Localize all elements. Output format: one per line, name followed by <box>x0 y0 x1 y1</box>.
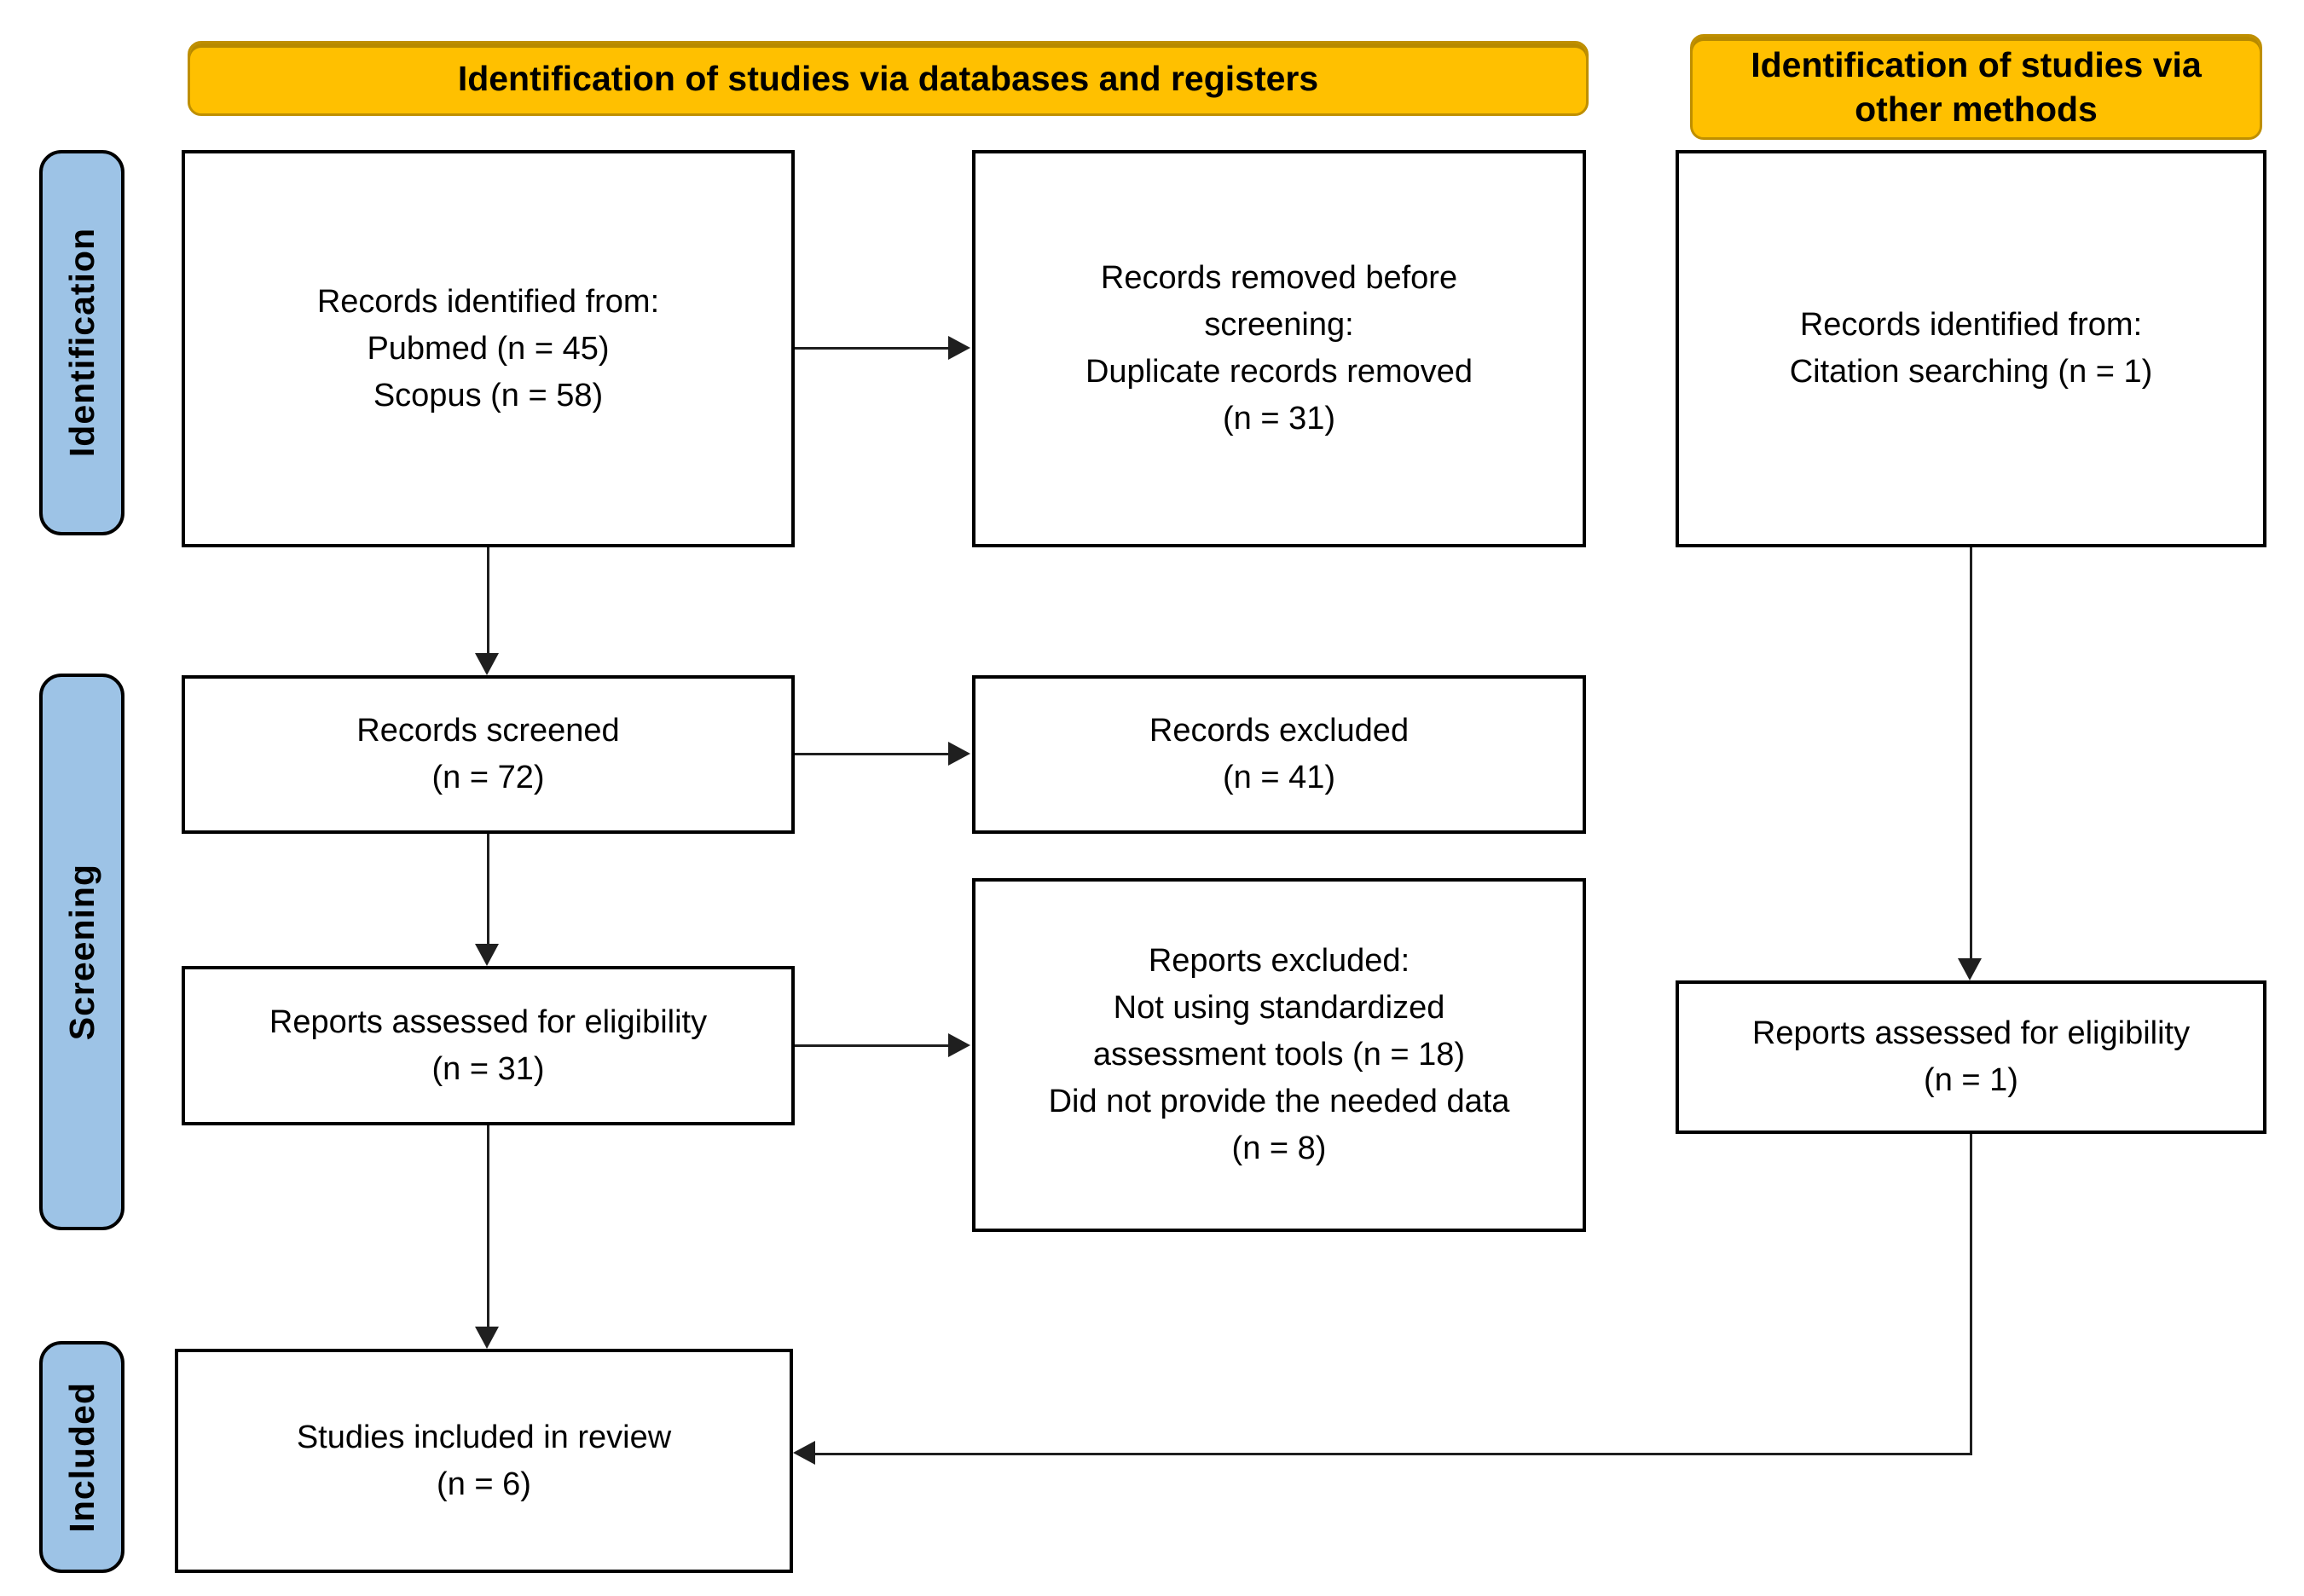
arrow-line <box>795 1044 952 1047</box>
banner-databases-registers-label: Identification of studies via databases … <box>457 59 1319 98</box>
banner-databases-registers: Identification of studies via databases … <box>188 41 1589 116</box>
box-text-line: Reports assessed for eligibility <box>1751 1015 2191 1051</box>
banner-other-methods-line: Identification of studies via <box>1751 45 2202 84</box>
arrow-head-right-icon <box>948 336 970 360</box>
arrow-line <box>795 753 952 755</box>
arrow-line <box>487 547 489 655</box>
box-text-line: Pubmed (n = 45) <box>367 330 610 367</box>
arrow-head-down-icon <box>1958 958 1982 980</box>
stage-label-included: Included <box>39 1341 124 1573</box>
box-records-identified-citation: Records identified from: Citation search… <box>1676 150 2266 547</box>
box-reports-assessed-eligibility-other: Reports assessed for eligibility (n = 1) <box>1676 980 2266 1134</box>
banner-other-methods: Identification of studies via other meth… <box>1690 34 2262 140</box>
arrow-head-down-icon <box>475 653 499 675</box>
box-text-line: Records excluded <box>1149 713 1410 749</box>
box-text-line: Records identified from: <box>1799 307 2143 343</box>
stage-label-identification: Identification <box>39 150 124 535</box>
box-text-line: Reports excluded: <box>1148 943 1410 979</box>
box-text-line: (n = 6) <box>437 1466 531 1502</box>
box-reports-assessed-eligibility: Reports assessed for eligibility (n = 31… <box>182 966 795 1125</box>
box-text-line: (n = 31) <box>1222 401 1336 437</box>
arrow-line <box>1970 547 1972 958</box>
box-text-line: (n = 31) <box>431 1050 545 1087</box>
box-text-line: (n = 1) <box>1924 1062 2018 1098</box>
box-text-line: (n = 41) <box>1222 760 1336 795</box>
arrow-head-right-icon <box>948 1033 970 1057</box>
box-text-line: Records screened <box>356 713 620 749</box>
box-studies-included: Studies included in review (n = 6) <box>175 1349 793 1573</box>
stage-label-identification-text: Identification <box>61 228 101 458</box>
box-text-line: Records removed before <box>1100 260 1458 296</box>
box-text-line: Not using standardized <box>1113 990 1445 1026</box>
box-records-screened: Records screened (n = 72) <box>182 675 795 834</box>
arrow-head-down-icon <box>475 944 499 966</box>
arrow-head-left-icon <box>793 1441 815 1465</box>
stage-label-screening: Screening <box>39 674 124 1230</box>
box-records-removed-before-screening: Records removed before screening: Duplic… <box>972 150 1586 547</box>
arrow-head-down-icon <box>475 1327 499 1349</box>
arrow-line <box>795 347 952 350</box>
box-text-line: (n = 72) <box>431 760 545 795</box>
arrow-line <box>815 1453 1972 1455</box>
stage-label-included-text: Included <box>61 1381 101 1533</box>
box-text-line: Reports assessed for eligibility <box>269 1003 708 1040</box>
box-text-line: Did not provide the needed data <box>1048 1084 1510 1119</box>
box-text-line: screening: <box>1204 307 1354 343</box>
arrow-head-right-icon <box>948 742 970 766</box>
arrow-line <box>1970 1134 1972 1455</box>
arrow-line <box>487 1125 489 1327</box>
box-text-line: Duplicate records removed <box>1085 354 1473 390</box>
box-reports-excluded: Reports excluded: Not using standardized… <box>972 878 1586 1232</box>
banner-other-methods-line: other methods <box>1855 90 2098 129</box>
box-text-line: Citation searching (n = 1) <box>1789 354 2153 390</box>
arrow-line <box>487 834 489 944</box>
box-text-line: Records identified from: <box>316 283 660 320</box>
box-records-excluded: Records excluded (n = 41) <box>972 675 1586 834</box>
box-text-line: (n = 8) <box>1231 1130 1327 1166</box>
box-text-line: assessment tools (n = 18) <box>1092 1037 1466 1073</box>
box-records-identified-databases: Records identified from: Pubmed (n = 45)… <box>182 150 795 547</box>
box-text-line: Studies included in review <box>296 1419 672 1455</box>
stage-label-screening-text: Screening <box>61 863 101 1041</box>
box-text-line: Scopus (n = 58) <box>373 377 604 413</box>
